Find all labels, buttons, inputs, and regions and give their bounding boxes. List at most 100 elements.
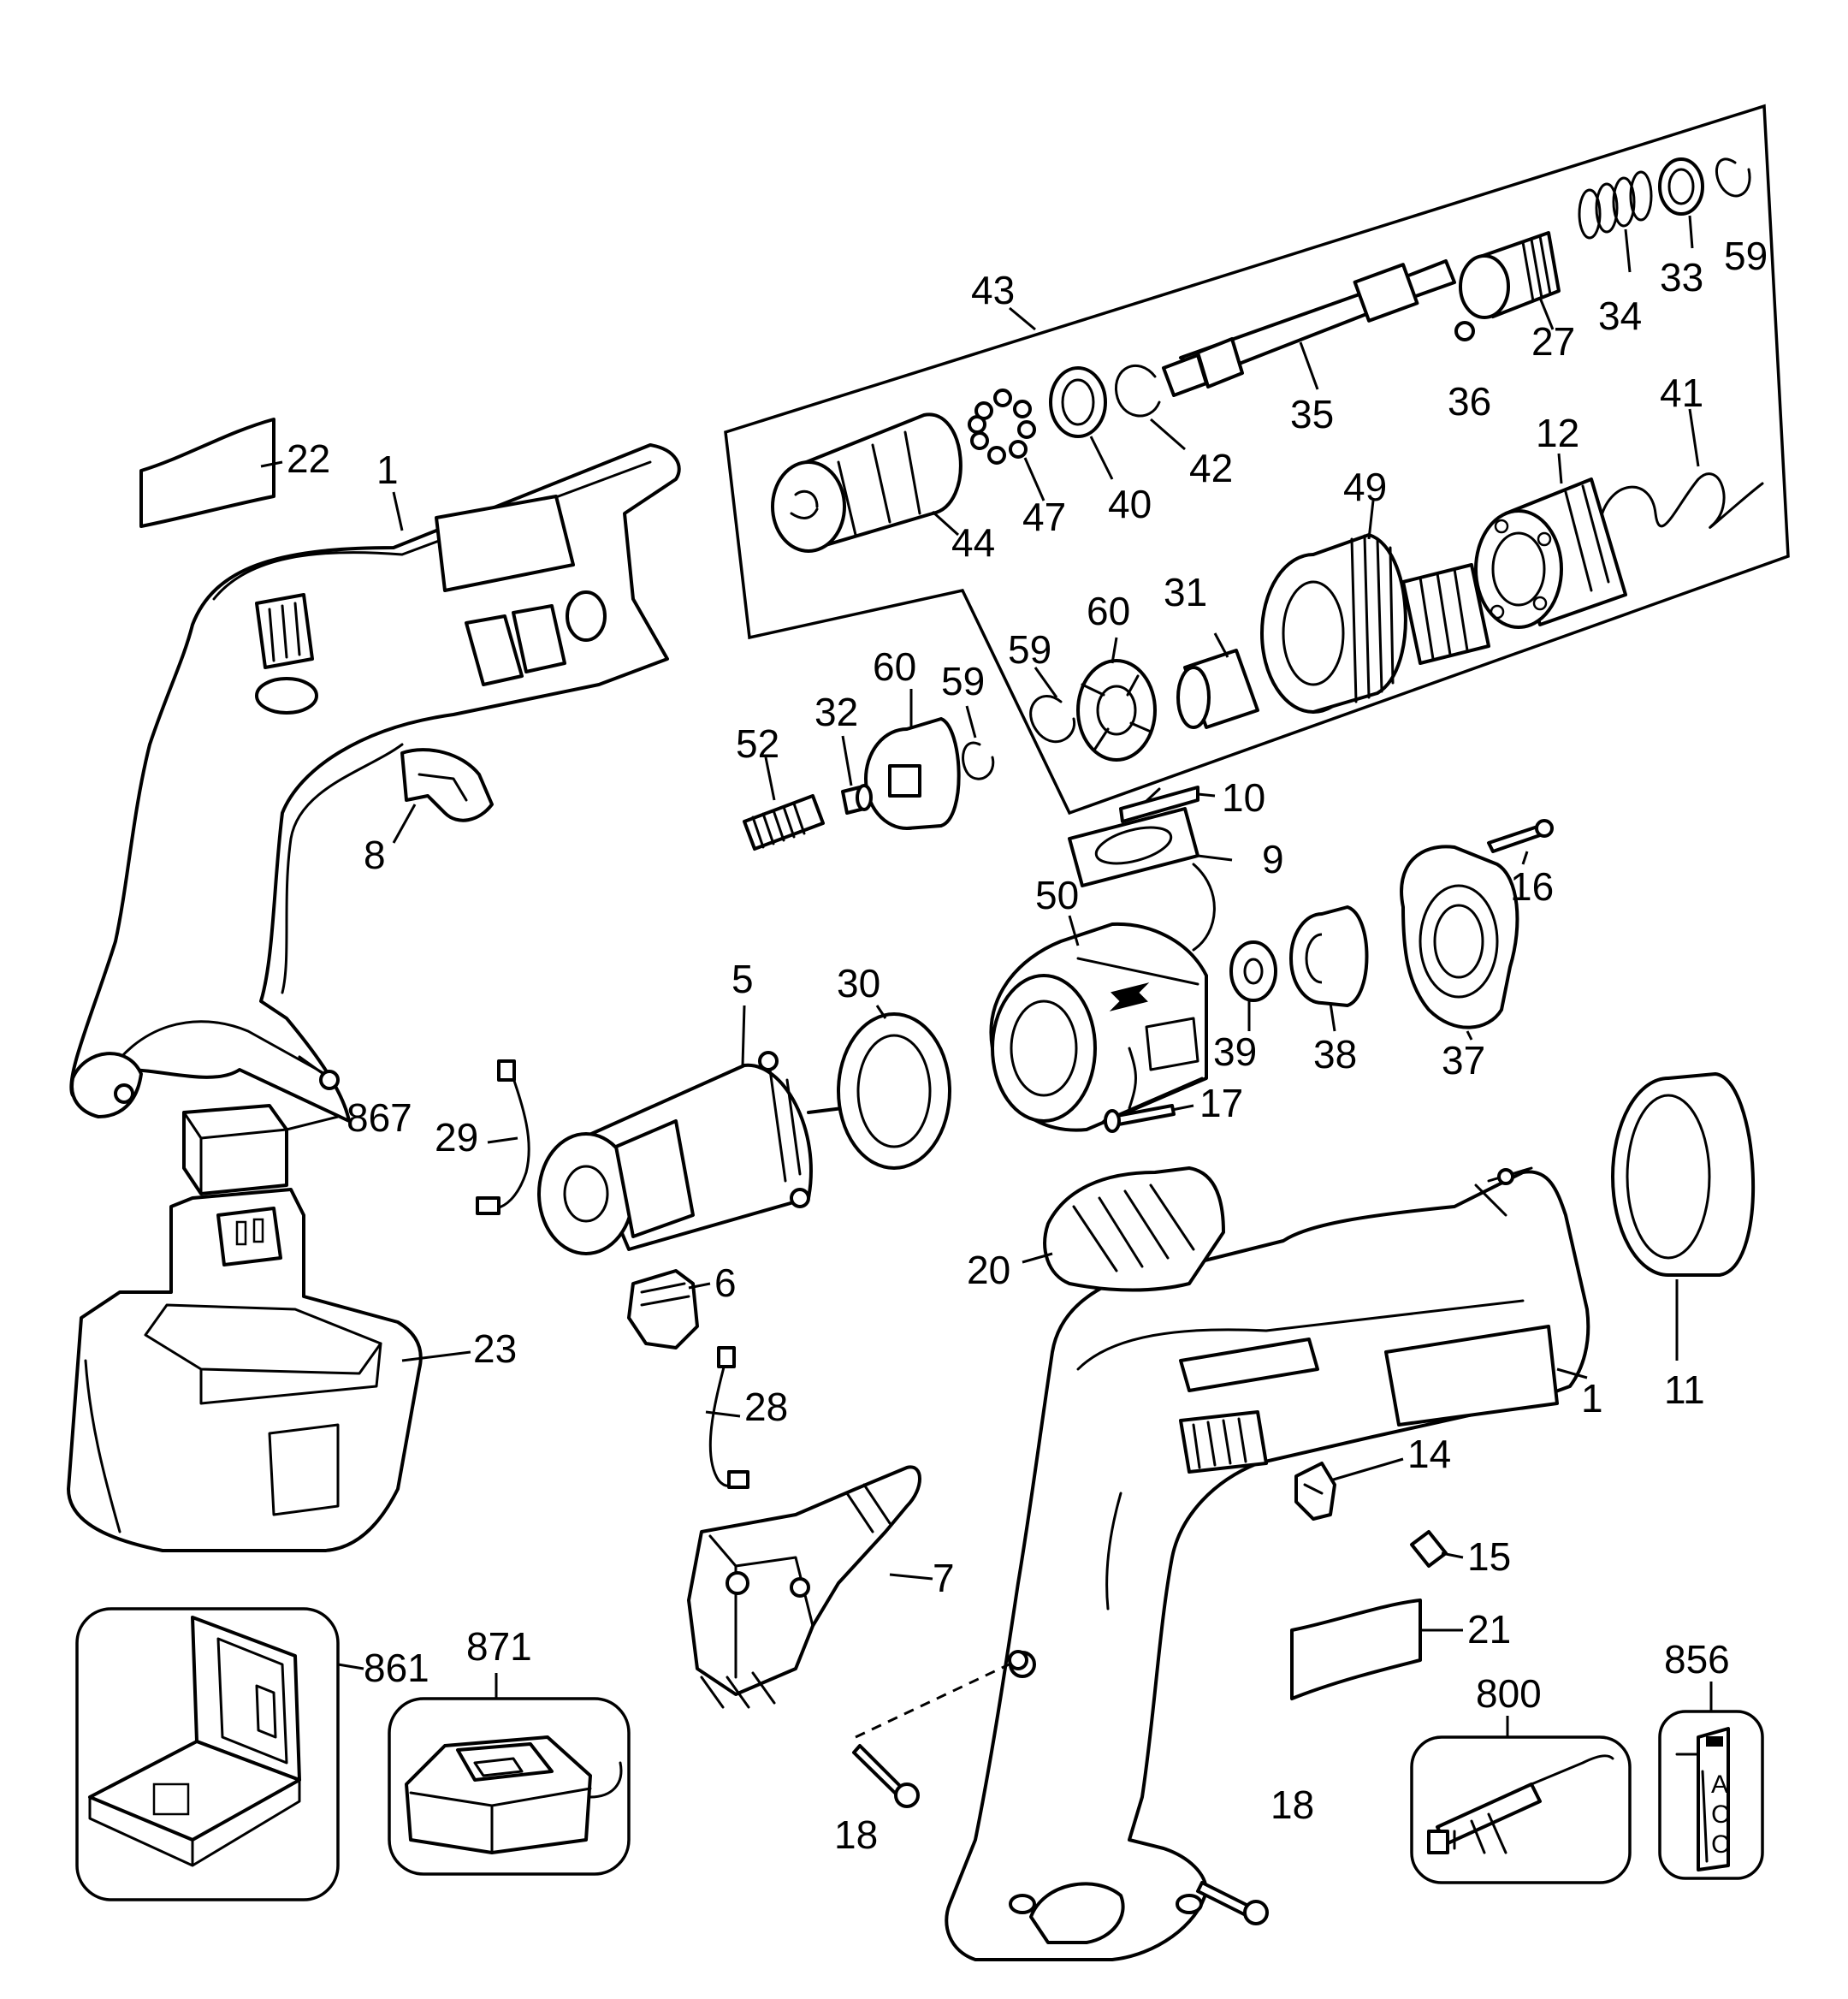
callout-1-left: 1 xyxy=(376,448,399,492)
battery-pack-23 xyxy=(67,1188,471,1552)
trigger-switch-7 xyxy=(687,1465,933,1709)
screw-16 xyxy=(1487,819,1554,865)
gearbox-assembly-frame xyxy=(724,104,1790,816)
washer-39 xyxy=(1229,940,1277,1031)
bushing-33 xyxy=(1658,157,1704,249)
callout-23: 23 xyxy=(473,1326,517,1371)
callout-34: 34 xyxy=(1598,294,1642,338)
screw-18-left xyxy=(852,1650,1028,1808)
callout-1-right: 1 xyxy=(1581,1376,1603,1421)
callout-numbers: 43 59 33 34 27 36 35 42 40 47 44 41 12 4… xyxy=(287,234,1768,1857)
callout-16: 16 xyxy=(1510,864,1554,909)
callout-5: 5 xyxy=(732,957,754,1001)
balls-47 xyxy=(968,389,1045,501)
callout-867: 867 xyxy=(346,1095,412,1140)
callout-800: 800 xyxy=(1476,1671,1542,1716)
nose-ring-11 xyxy=(1611,1072,1756,1361)
callout-14: 14 xyxy=(1407,1432,1451,1476)
callout-60-lower: 60 xyxy=(873,644,916,689)
retaining-ring-59-top xyxy=(1715,157,1751,198)
callout-22: 22 xyxy=(287,436,330,481)
callout-32: 32 xyxy=(814,690,858,734)
screw-17 xyxy=(1104,1104,1194,1133)
ball-36 xyxy=(1454,321,1475,341)
spring-52 xyxy=(743,756,825,851)
spring-41 xyxy=(1598,408,1764,529)
acc-letter-a: A xyxy=(1711,1771,1728,1799)
pin-32 xyxy=(841,735,873,815)
callout-41: 41 xyxy=(1660,371,1703,415)
callout-47: 47 xyxy=(1022,495,1066,539)
callout-43: 43 xyxy=(971,268,1015,312)
retaining-ring-59-middle xyxy=(1029,667,1076,744)
callout-15: 15 xyxy=(1467,1534,1511,1579)
spindle-35 xyxy=(1162,259,1456,397)
callout-42: 42 xyxy=(1189,446,1233,490)
terminal-block-6 xyxy=(627,1269,711,1349)
callout-59-top: 59 xyxy=(1724,234,1768,278)
callout-44: 44 xyxy=(951,520,995,565)
insert-block-867 xyxy=(182,1104,339,1195)
callout-36: 36 xyxy=(1448,379,1491,424)
switch-lever-8 xyxy=(392,748,494,844)
threaded-sleeve-27 xyxy=(1459,231,1561,330)
callout-20: 20 xyxy=(967,1248,1010,1292)
clutch-60-upper xyxy=(1076,637,1157,762)
callout-59-middle: 59 xyxy=(1008,627,1051,672)
label-plate-21 xyxy=(1290,1599,1463,1700)
charger-871-box xyxy=(388,1673,631,1876)
label-plate-22 xyxy=(139,418,283,528)
callout-49: 49 xyxy=(1343,465,1387,509)
washer-30 xyxy=(837,1005,951,1170)
callout-856: 856 xyxy=(1664,1637,1730,1682)
callout-18-right: 18 xyxy=(1270,1782,1314,1827)
callout-10: 10 xyxy=(1222,775,1265,820)
callout-50: 50 xyxy=(1035,873,1079,917)
retaining-ring-42 xyxy=(1115,365,1186,451)
accessory-800-box xyxy=(1410,1716,1632,1884)
callout-21: 21 xyxy=(1467,1607,1511,1652)
callout-18-left: 18 xyxy=(834,1812,878,1857)
contact-clip-10 xyxy=(1119,786,1216,823)
retaining-ring-59-lower xyxy=(962,705,995,780)
callout-861: 861 xyxy=(364,1646,429,1690)
callout-12: 12 xyxy=(1536,411,1579,455)
callout-9: 9 xyxy=(1262,837,1284,881)
callout-17: 17 xyxy=(1199,1081,1243,1125)
bearing-38 xyxy=(1289,905,1369,1032)
bearing-plate-37 xyxy=(1400,845,1519,1041)
callout-37: 37 xyxy=(1442,1038,1485,1083)
callout-7: 7 xyxy=(933,1556,955,1600)
callout-35: 35 xyxy=(1290,392,1334,436)
acc-letter-c2: C xyxy=(1711,1830,1730,1859)
accessory-856-box: A C C xyxy=(1658,1682,1764,1880)
knurled-nut-49 xyxy=(1260,500,1490,714)
motor-5 xyxy=(537,1005,844,1255)
callout-31: 31 xyxy=(1164,570,1207,614)
callout-59-lower: 59 xyxy=(941,659,985,703)
bushing-31 xyxy=(1176,632,1259,729)
housing-half-left xyxy=(69,443,681,1123)
callout-28: 28 xyxy=(744,1385,788,1429)
washer-40 xyxy=(1049,366,1114,480)
housing-half-right xyxy=(945,1047,1590,1961)
callout-6: 6 xyxy=(714,1260,737,1305)
gasket-plate-9 xyxy=(1068,807,1233,952)
motor-end-housing-50 xyxy=(989,915,1208,1132)
callout-60-upper: 60 xyxy=(1087,589,1130,633)
wire-lead-29 xyxy=(476,1059,530,1215)
callout-27: 27 xyxy=(1531,319,1575,364)
vent-cover-20 xyxy=(1022,1166,1225,1292)
case-861-box xyxy=(75,1607,364,1901)
spring-34 xyxy=(1578,170,1653,273)
callout-30: 30 xyxy=(837,961,880,1005)
callout-8: 8 xyxy=(364,833,386,877)
bit-15 xyxy=(1410,1530,1464,1568)
clip-14 xyxy=(1294,1457,1404,1521)
callout-52: 52 xyxy=(736,721,779,766)
wire-lead-28 xyxy=(705,1346,749,1489)
coupling-sleeve-44 xyxy=(771,412,962,553)
callout-38: 38 xyxy=(1313,1032,1357,1077)
callout-40: 40 xyxy=(1108,482,1152,526)
